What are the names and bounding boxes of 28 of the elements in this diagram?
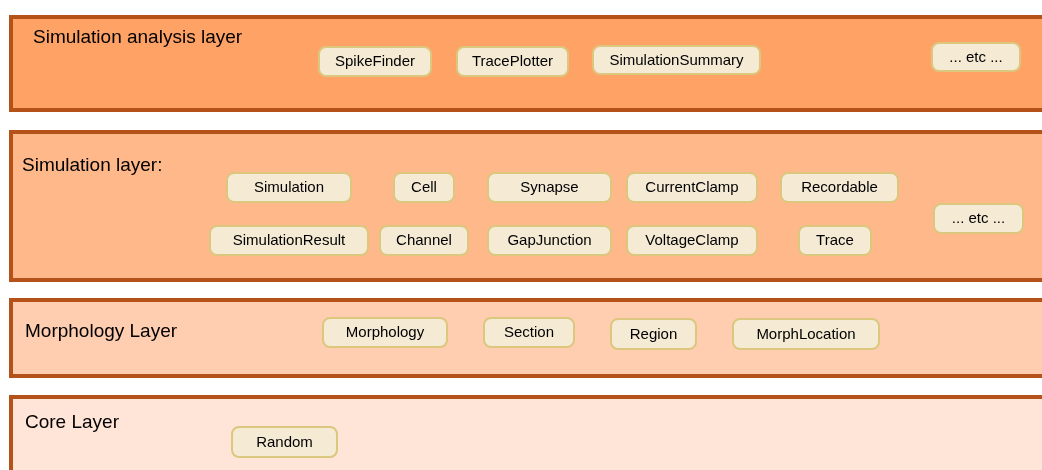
layer-heading: Simulation layer:	[22, 153, 163, 177]
class-pill: Random	[231, 426, 338, 458]
class-pill: SimulationSummary	[592, 45, 761, 75]
layer-heading: Simulation analysis layer	[33, 25, 243, 49]
class-pill: GapJunction	[487, 225, 612, 256]
layer-band	[9, 298, 1042, 378]
class-pill: VoltageClamp	[626, 225, 758, 256]
class-pill: ... etc ...	[933, 203, 1024, 234]
class-pill: Cell	[393, 172, 455, 203]
class-pill: SpikeFinder	[318, 46, 432, 77]
class-pill: MorphLocation	[732, 318, 880, 350]
class-pill: Synapse	[487, 172, 612, 203]
class-pill: Recordable	[780, 172, 899, 203]
class-pill: ... etc ...	[931, 42, 1021, 72]
layer-band	[9, 15, 1042, 112]
class-pill: Morphology	[322, 317, 448, 348]
layer-band	[9, 395, 1042, 470]
class-pill: Section	[483, 317, 575, 348]
class-pill: Region	[610, 318, 697, 350]
class-pill: Simulation	[226, 172, 352, 203]
layer-heading: Morphology Layer	[25, 319, 178, 343]
class-pill: Channel	[379, 225, 469, 256]
class-pill: CurrentClamp	[626, 172, 758, 203]
class-pill: TracePlotter	[456, 46, 569, 77]
layer-heading: Core Layer	[25, 410, 119, 434]
class-pill: Trace	[798, 225, 872, 256]
class-pill: SimulationResult	[209, 225, 369, 256]
layer-band	[9, 130, 1042, 282]
